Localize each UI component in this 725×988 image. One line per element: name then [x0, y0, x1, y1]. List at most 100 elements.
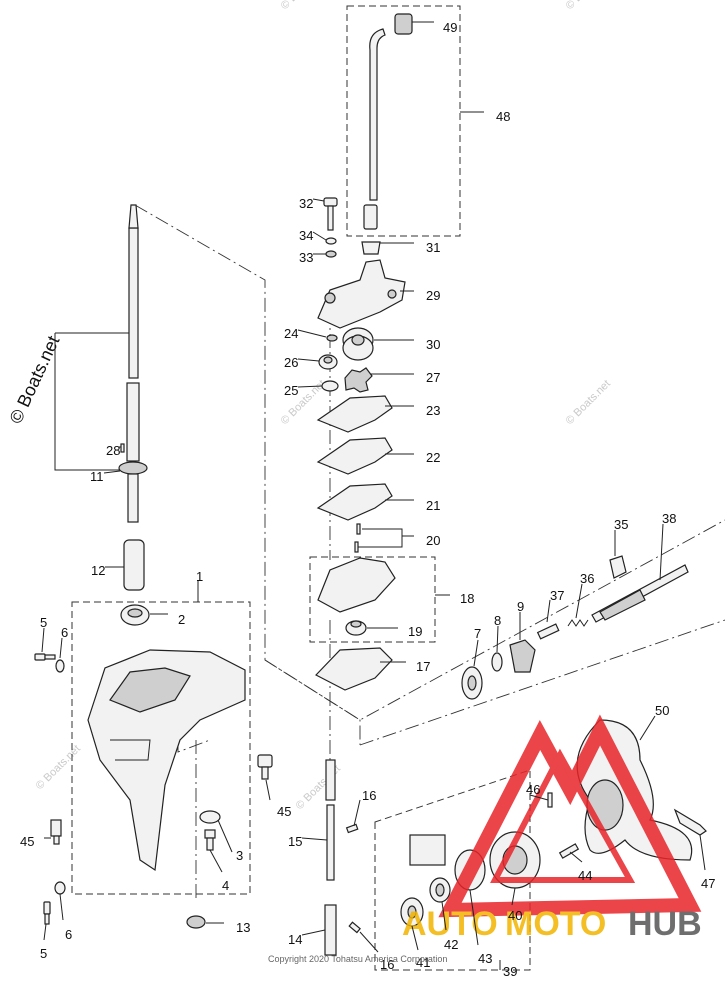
- part-number-label: 33: [299, 250, 313, 265]
- part-number-label: 1: [196, 569, 203, 584]
- part-number-label: 6: [65, 927, 72, 942]
- shift-rod: [324, 759, 337, 956]
- pin-16-top: [345, 823, 359, 834]
- bolt-45-left: [50, 819, 62, 845]
- part-number-label: 44: [578, 868, 592, 883]
- part-number-label: 38: [662, 511, 676, 526]
- pin-46: [547, 792, 553, 808]
- part-number-label: 40: [508, 908, 522, 923]
- pin-16-bottom: [348, 921, 361, 934]
- bearing-2: [120, 604, 150, 626]
- cotter-pin-47: [673, 808, 707, 836]
- drive-shaft: [118, 204, 148, 523]
- part-number-label: 3: [236, 848, 243, 863]
- propeller-shaft: [591, 564, 689, 623]
- part-number-label: 16: [380, 957, 394, 972]
- dowel-pin: [356, 523, 361, 535]
- pump-fasteners: [323, 197, 381, 258]
- part-number-label: 11: [90, 469, 104, 484]
- pump-case: [317, 259, 406, 329]
- part-number-label: 45: [20, 834, 34, 849]
- tab-washer: [409, 834, 446, 866]
- washer-6-bottom: [54, 881, 66, 895]
- part-number-label: 12: [91, 563, 105, 578]
- part-number-label: 34: [299, 228, 313, 243]
- part-number-label: 39: [503, 964, 517, 979]
- part-number-label: 5: [40, 946, 47, 961]
- part-number-label: 25: [284, 383, 298, 398]
- part-number-label: 41: [416, 955, 430, 970]
- group-box-18: [309, 556, 436, 643]
- part-number-label: 43: [478, 951, 492, 966]
- gear-9: [509, 639, 536, 673]
- pin-37: [536, 623, 560, 640]
- part-number-label: 48: [496, 109, 510, 124]
- logo-text-auto: AUTO: [402, 905, 498, 943]
- watermark: © Boats.net: [564, 378, 613, 427]
- part-number-label: 5: [40, 615, 47, 630]
- watermark: © Boats.net: [564, 0, 613, 12]
- group-box-1: [71, 601, 251, 895]
- part-number-label: 15: [288, 834, 302, 849]
- spring-36: [567, 619, 589, 627]
- part-number-label: 32: [299, 196, 313, 211]
- o-ring-25: [321, 380, 339, 392]
- part-number-label: 20: [426, 533, 440, 548]
- part-number-label: 46: [526, 782, 540, 797]
- brand-logo: AUTO MOTO HUB: [402, 714, 702, 943]
- part-number-label: 26: [284, 355, 298, 370]
- leader-lines: [41, 21, 706, 970]
- oil-seal-26: [318, 354, 338, 370]
- part-number-label: 50: [655, 703, 669, 718]
- copyright-text: Copyright 2020 Tohatsu America Corporati…: [268, 954, 447, 964]
- part-number-label: 29: [426, 288, 440, 303]
- part-number-label: 49: [443, 20, 457, 35]
- part-number-label: 35: [614, 517, 628, 532]
- washer-3: [199, 810, 221, 824]
- gasket-17: [315, 647, 393, 691]
- part-number-label: 17: [416, 659, 430, 674]
- washer-24: [326, 334, 338, 342]
- washer-8: [491, 652, 503, 672]
- part-number-label: 6: [61, 625, 68, 640]
- part-number-label: 30: [426, 337, 440, 352]
- impeller: [344, 367, 373, 393]
- part-number-label: 9: [517, 599, 524, 614]
- part-number-label: 2: [178, 612, 185, 627]
- key-28: [120, 443, 125, 453]
- bolt-4: [204, 829, 216, 851]
- part-number-label: 27: [426, 370, 440, 385]
- nut-13: [186, 915, 206, 929]
- gasket-23: [316, 395, 393, 433]
- part-number-label: 21: [426, 498, 440, 513]
- watermark: © Boats.net: [279, 0, 328, 12]
- gear-case: [87, 649, 246, 872]
- centerlines: [134, 204, 725, 900]
- part-number-label: 13: [236, 920, 250, 935]
- part-number-label: 42: [444, 937, 458, 952]
- bolt-45-right: [257, 754, 273, 780]
- part-number-label: 16: [362, 788, 376, 803]
- oil-seal-19: [345, 620, 367, 636]
- part-number-label: 47: [701, 876, 715, 891]
- part-number-label: 22: [426, 450, 440, 465]
- part-number-label: 18: [460, 591, 474, 606]
- part-number-label: 28: [106, 443, 120, 458]
- gasket-21: [316, 483, 393, 521]
- part-number-label: 36: [580, 571, 594, 586]
- logo-triangle: [438, 714, 702, 918]
- plunger-35: [609, 555, 627, 579]
- group-box-39: [374, 769, 531, 971]
- pump-case-hole: [324, 292, 336, 304]
- pump-case-hole: [387, 289, 397, 299]
- pump-base: [317, 557, 396, 613]
- part-number-label: 23: [426, 403, 440, 418]
- sleeve-12: [123, 539, 145, 591]
- logo-triangle-inner: [490, 748, 636, 883]
- bearing-7: [461, 666, 483, 700]
- bolt-44: [558, 843, 580, 859]
- water-tube-assembly: [363, 13, 413, 230]
- plate-22: [316, 437, 393, 475]
